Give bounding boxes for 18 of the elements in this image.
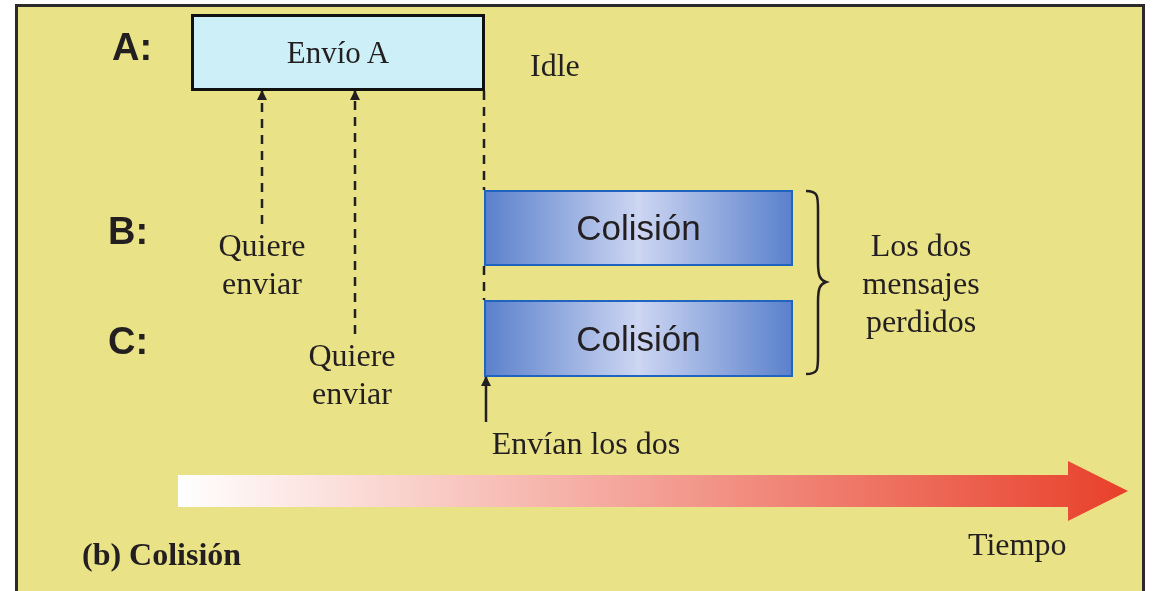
axis-label: Tiempo xyxy=(968,525,1067,563)
arrow xyxy=(350,90,360,334)
note-text: Los dos mensajes perdidos xyxy=(861,226,981,340)
row-label: C: xyxy=(108,320,149,363)
state-label: Idle xyxy=(530,46,580,84)
connector-line xyxy=(482,266,486,300)
row-label: B: xyxy=(108,210,149,253)
process-box: Colisión xyxy=(484,190,793,266)
arrow xyxy=(481,376,491,422)
node-text: Quiere enviar xyxy=(290,336,414,412)
node-text: Quiere enviar xyxy=(200,226,324,302)
node-text: Envían los dos xyxy=(468,424,704,464)
process-box: Envío A xyxy=(191,14,485,91)
row-label: A: xyxy=(112,26,153,69)
process-box: Colisión xyxy=(484,300,793,377)
caption: (b) Colisión xyxy=(82,536,242,573)
connector-line xyxy=(482,91,486,190)
arrow xyxy=(257,90,267,224)
